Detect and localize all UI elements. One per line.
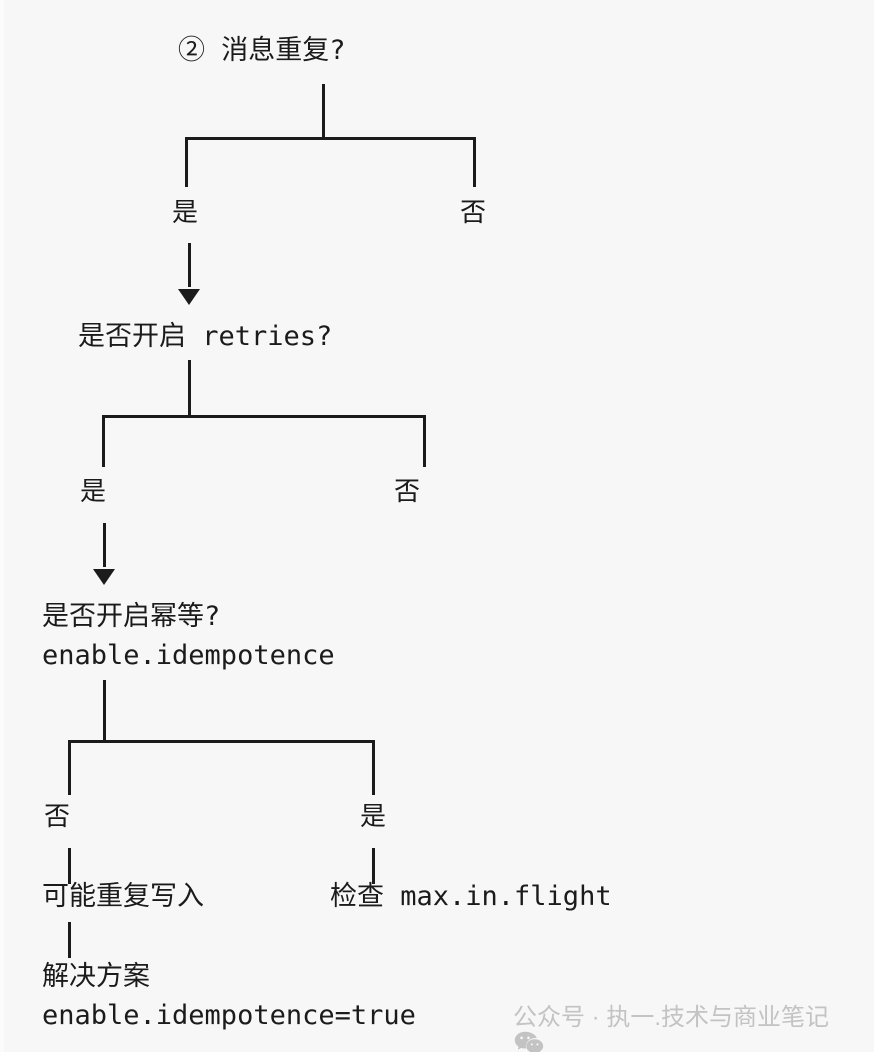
connector-idempotence-stem <box>103 680 106 740</box>
connector-retries-right-drop <box>423 415 426 467</box>
branch-label-retries-no: 否 <box>394 477 421 507</box>
branch-label-retries-yes: 是 <box>80 477 107 507</box>
connector-idempotence-left-drop <box>68 740 71 795</box>
wechat-icon <box>474 1002 544 1052</box>
branch-label-root-yes: 是 <box>172 198 199 228</box>
connector-idempotence-bar <box>68 740 372 743</box>
connector-retries-left-drop <box>102 415 105 467</box>
node-solution-line2: enable.idempotence=true <box>42 1000 416 1031</box>
connector-root-bar <box>185 137 473 140</box>
branch-label-idempotence-no: 否 <box>44 802 71 832</box>
connector-to-solution <box>68 922 71 958</box>
branch-label-root-no: 否 <box>460 198 487 228</box>
connector-idempotence-right-drop <box>372 740 375 795</box>
node-idempotence-question-line1: 是否开启幂等? <box>42 601 221 632</box>
connector-root-right-drop <box>473 137 476 187</box>
node-duplicate-write-outcome: 可能重复写入 <box>42 881 204 912</box>
left-edge-gutter <box>0 0 4 1052</box>
node-check-max-in-flight-outcome: 检查 max.in.flight <box>330 881 612 912</box>
connector-idempotence-no-tail <box>68 848 71 884</box>
arrow-to-idempotence-node <box>93 569 115 585</box>
arrow-to-retries-node <box>178 289 200 305</box>
connector-idempotence-yes-tail <box>372 848 375 884</box>
watermark-text: 公众号 · 执一.技术与商业笔记 <box>513 1004 829 1031</box>
connector-root-left-drop <box>185 137 188 187</box>
connector-root-yes-tail <box>188 243 191 287</box>
node-idempotence-question-line2: enable.idempotence <box>42 640 335 671</box>
connector-retries-stem <box>188 360 191 415</box>
node-root-question: ② 消息重复? <box>178 35 346 66</box>
branch-label-idempotence-yes: 是 <box>360 802 387 832</box>
connector-retries-bar <box>102 415 423 418</box>
node-retries-question: 是否开启 retries? <box>78 321 333 352</box>
node-solution-line1: 解决方案 <box>42 961 150 992</box>
connector-retries-yes-tail <box>103 523 106 567</box>
watermark: 公众号 · 执一.技术与商业笔记 <box>474 997 829 1052</box>
connector-root-stem <box>322 84 325 137</box>
